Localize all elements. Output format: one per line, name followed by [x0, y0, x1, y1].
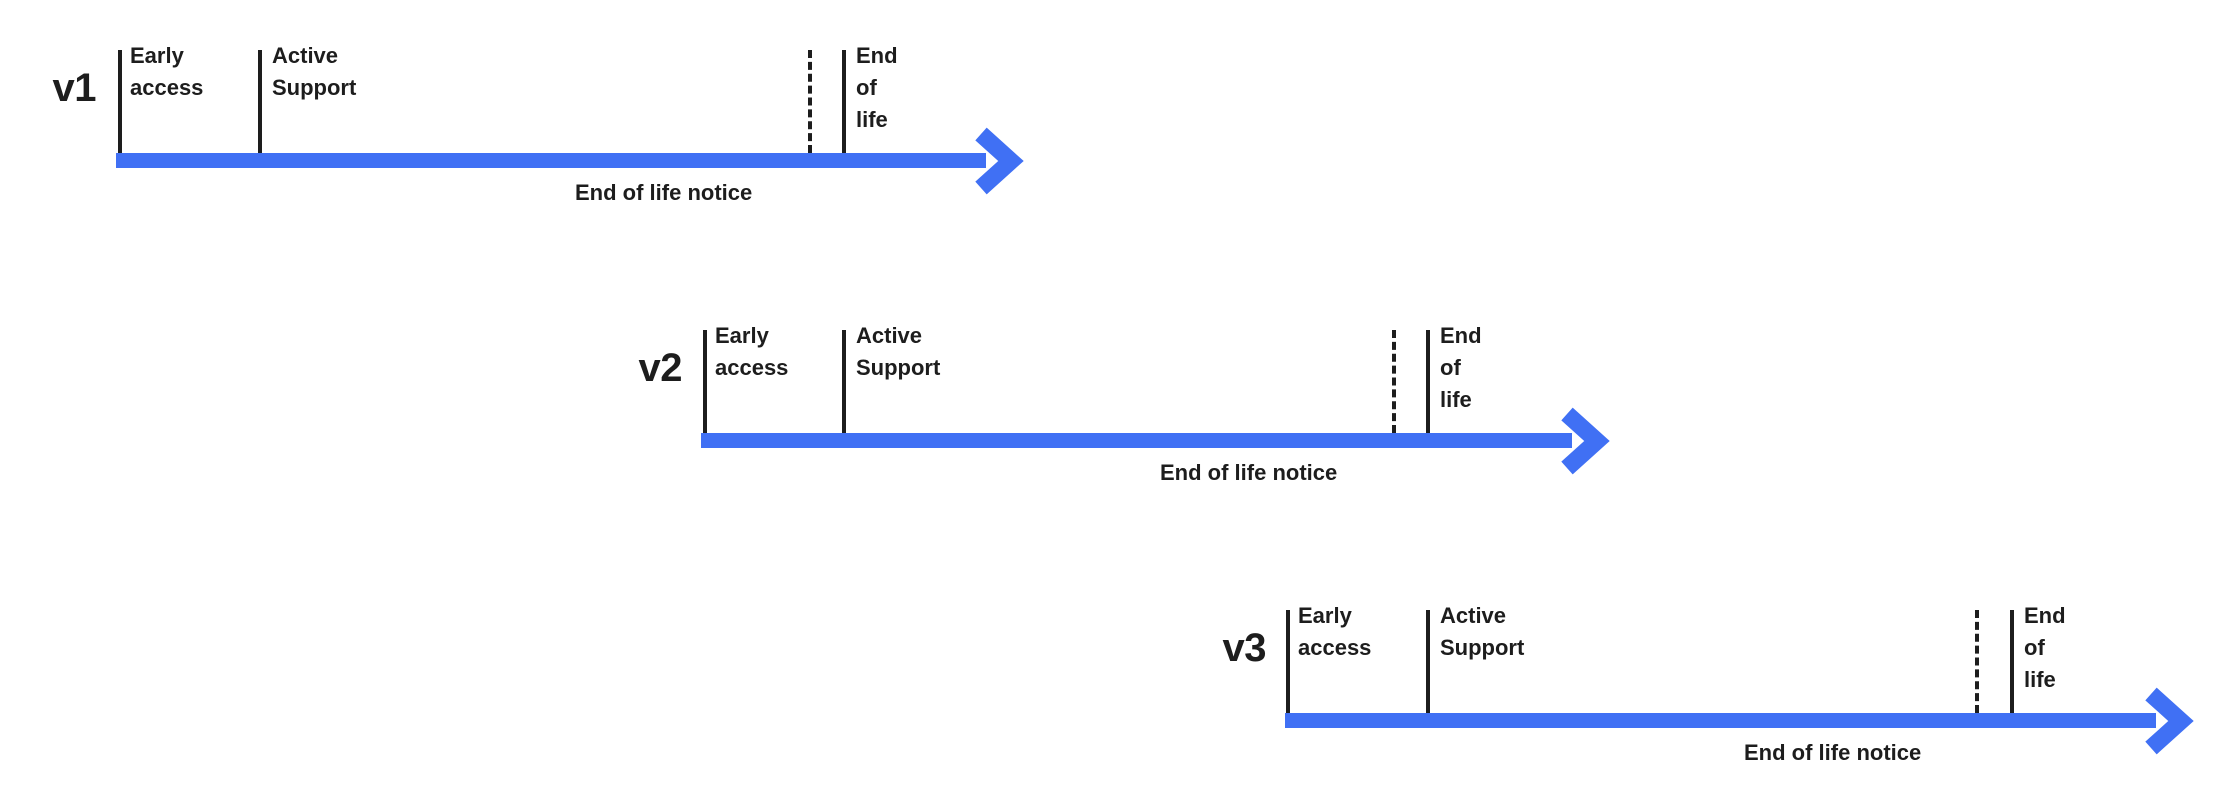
phase-label-4: End of life: [1440, 323, 1482, 412]
phase-label-4: End of life: [2024, 603, 2066, 692]
bar-caption: End of life notice: [1744, 740, 1922, 765]
phase-label-1: Early access: [715, 323, 789, 380]
phase-label-2: Active Support: [856, 323, 941, 380]
phase-label-4: End of life: [856, 43, 898, 132]
phase-divider-4: [2010, 610, 2014, 713]
version-label-v3: v3: [1222, 626, 1267, 670]
timeline-bar: [1285, 713, 2156, 728]
phase-divider-1: [1286, 610, 1290, 713]
phase-divider-4: [1426, 330, 1430, 433]
timeline-bar: [701, 433, 1572, 448]
phase-divider-1: [703, 330, 707, 433]
phase-divider-dashed-3: [808, 50, 812, 153]
phase-divider-dashed-3: [1392, 330, 1396, 433]
bar-caption: End of life notice: [1160, 460, 1338, 485]
version-label-v1: v1: [52, 66, 97, 110]
phase-divider-2: [258, 50, 262, 153]
phase-divider-2: [1426, 610, 1430, 713]
bar-caption: End of life notice: [575, 180, 753, 205]
phase-label-2: Active Support: [272, 43, 357, 100]
version-label-v2: v2: [638, 346, 683, 390]
phase-divider-4: [842, 50, 846, 153]
phase-divider-1: [118, 50, 122, 153]
phase-label-1: Early access: [130, 43, 204, 100]
timeline-bar: [116, 153, 986, 168]
phase-divider-dashed-3: [1975, 610, 1979, 713]
phase-label-2: Active Support: [1440, 603, 1525, 660]
phase-label-1: Early access: [1298, 603, 1372, 660]
phase-divider-2: [842, 330, 846, 433]
